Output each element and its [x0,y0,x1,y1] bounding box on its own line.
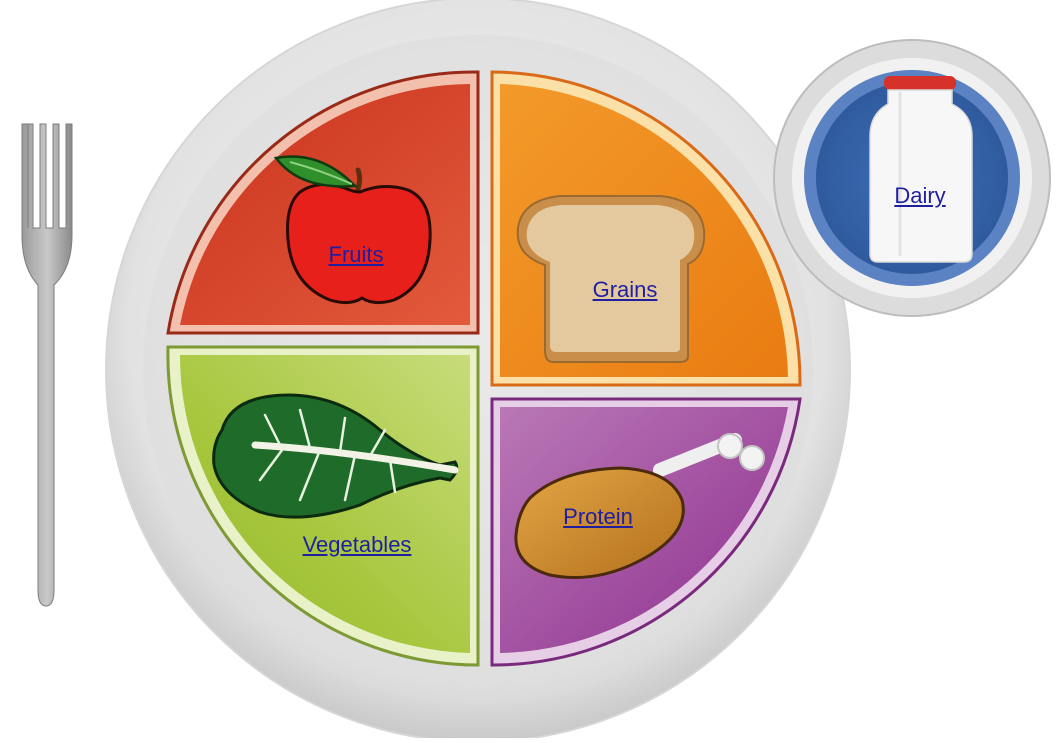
apple-icon [273,155,432,305]
leafy-green-icon [212,393,459,519]
drumstick-icon [514,433,765,579]
grains-link[interactable]: Grains [592,277,658,302]
protein-link[interactable]: Protein [563,504,633,529]
milk-bottle-icon [869,76,973,263]
fork-icon [21,123,73,607]
fruits-link[interactable]: Fruits [328,242,384,267]
vegetables-link[interactable]: Vegetables [302,532,412,557]
dairy-link[interactable]: Dairy [894,183,946,208]
bread-icon [516,195,706,363]
